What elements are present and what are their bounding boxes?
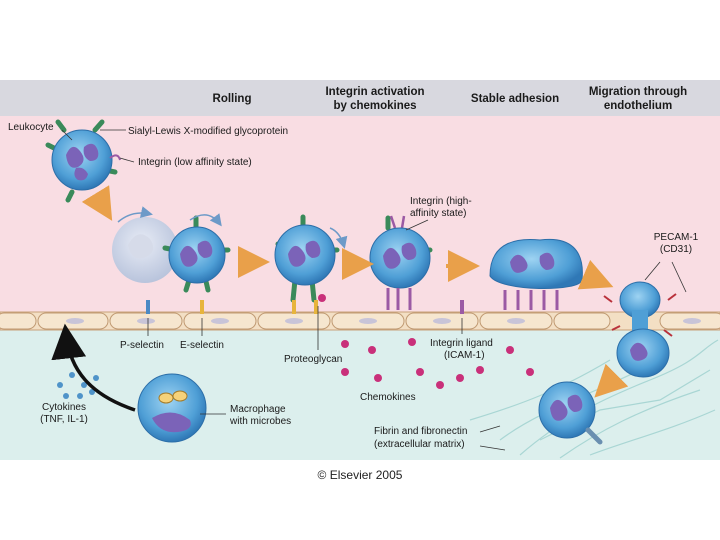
cytokine-dots [57, 372, 99, 399]
leukocyte-free [45, 119, 121, 203]
label-fibrin-line1: Fibrin and fibronectin [374, 426, 467, 437]
label-proteoglycan: Proteoglycan [284, 354, 342, 365]
label-integrin-high-line1: Integrin (high- [410, 196, 472, 207]
label-leukocyte: Leukocyte [8, 122, 54, 133]
header-migration-line2: endothelium [604, 100, 672, 112]
header-band [0, 80, 720, 116]
header-activation-line2: by chemokines [333, 100, 416, 112]
leukocyte-adherent [489, 238, 583, 310]
header-rolling: Rolling [213, 93, 252, 105]
label-macrophage-line1: Macrophage [230, 404, 286, 415]
endothelium [0, 311, 720, 331]
chemokine-molecules [318, 294, 534, 389]
label-integrin-high-line2: affinity state) [410, 208, 467, 219]
header-migration-line1: Migration through [589, 86, 687, 98]
label-pecam-line1: PECAM-1 [654, 232, 699, 243]
rolling-arrows [117, 206, 348, 249]
surface-receptors [146, 300, 464, 314]
label-macrophage-line2: with microbes [229, 416, 291, 427]
label-integrin-low: Integrin (low affinity state) [138, 157, 252, 168]
label-pecam-line2: (CD31) [660, 244, 692, 255]
cytokine-arrow [51, 323, 136, 412]
label-e-selectin: E-selectin [180, 340, 224, 351]
label-chemokines: Chemokines [360, 392, 416, 403]
label-p-selectin: P-selectin [120, 340, 164, 351]
label-fibrin-line2: (extracellular matrix) [374, 439, 465, 450]
label-integrin-ligand-line1: Integrin ligand [430, 338, 493, 349]
leukocyte-activating [274, 214, 340, 303]
label-cytokines-line1: Cytokines [42, 402, 86, 413]
leader-lines [61, 129, 687, 451]
header-stable: Stable adhesion [471, 93, 559, 105]
label-integrin-ligand-line2: (ICAM-1) [444, 350, 485, 361]
copyright-notice: © Elsevier 2005 [317, 468, 403, 482]
label-cytokines-line2: (TNF, IL-1) [40, 414, 88, 425]
leukocyte-rolling [162, 215, 231, 293]
leukocyte-in-tissue [538, 381, 603, 445]
leukocyte-ghost [112, 217, 178, 283]
macrophage [137, 373, 207, 443]
leukocyte-transmigrating [603, 281, 677, 378]
label-sialyl-lewis: Sialyl-Lewis X-modified glycoprotein [128, 126, 288, 137]
progression-arrows [81, 185, 629, 398]
header-activation-line1: Integrin activation [325, 86, 424, 98]
